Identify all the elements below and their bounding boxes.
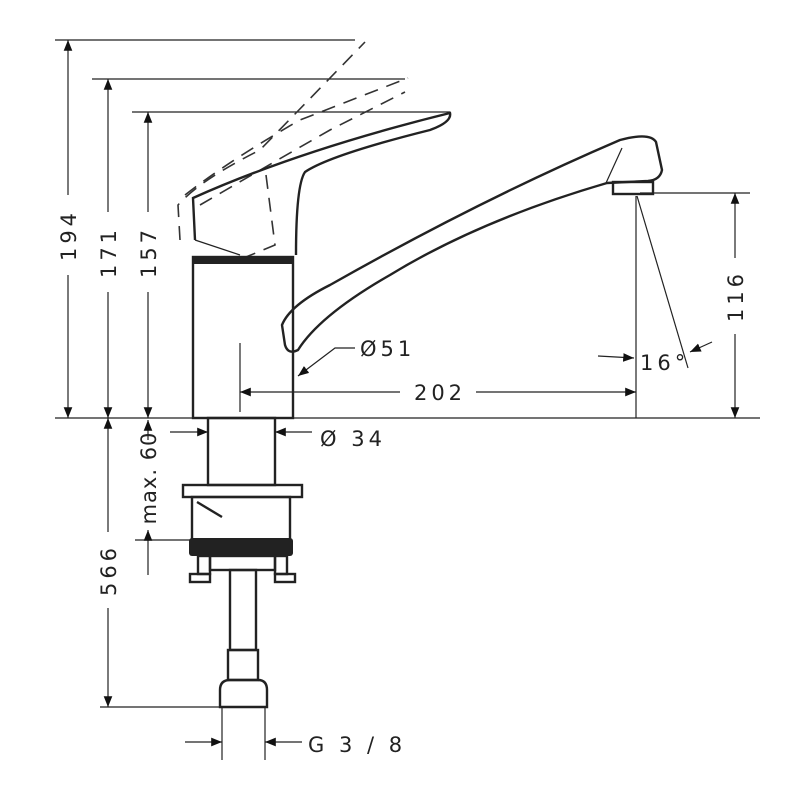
dimension-spray-angle: 16°: [597, 195, 713, 375]
label-thread-g38: G 3 / 8: [308, 733, 406, 757]
label-157: 157: [137, 226, 161, 278]
label-16-degrees: 16°: [640, 351, 689, 375]
dimension-shank-diameter: Ø 34: [170, 427, 386, 451]
mounting-assembly: [181, 416, 304, 709]
reference-lines: [55, 39, 760, 708]
dimension-max-60: max. 60: [137, 420, 161, 575]
dimension-194: 194: [56, 39, 81, 418]
dimension-thread: G 3 / 8: [185, 707, 406, 760]
label-116: 116: [724, 270, 748, 322]
label-202: 202: [414, 381, 466, 405]
lever-alternate-positions: [177, 41, 409, 258]
label-566: 566: [97, 544, 121, 596]
dimension-171: 171: [96, 79, 121, 418]
dimension-157: 157: [136, 112, 161, 418]
label-diameter-51: Ø51: [360, 337, 415, 361]
label-171: 171: [97, 226, 121, 278]
dimension-116: 116: [722, 193, 748, 418]
dimension-566: 566: [96, 418, 121, 707]
dimension-spout-diameter: Ø51: [297, 337, 415, 377]
spout: [280, 135, 664, 353]
faucet-body: [191, 255, 295, 420]
dimension-202: 202: [239, 196, 637, 418]
label-194: 194: [57, 209, 81, 261]
label-diameter-34: Ø 34: [320, 427, 386, 451]
lever-handle: [191, 111, 452, 256]
label-max-60: max. 60: [137, 432, 161, 525]
aerator: [611, 180, 655, 196]
